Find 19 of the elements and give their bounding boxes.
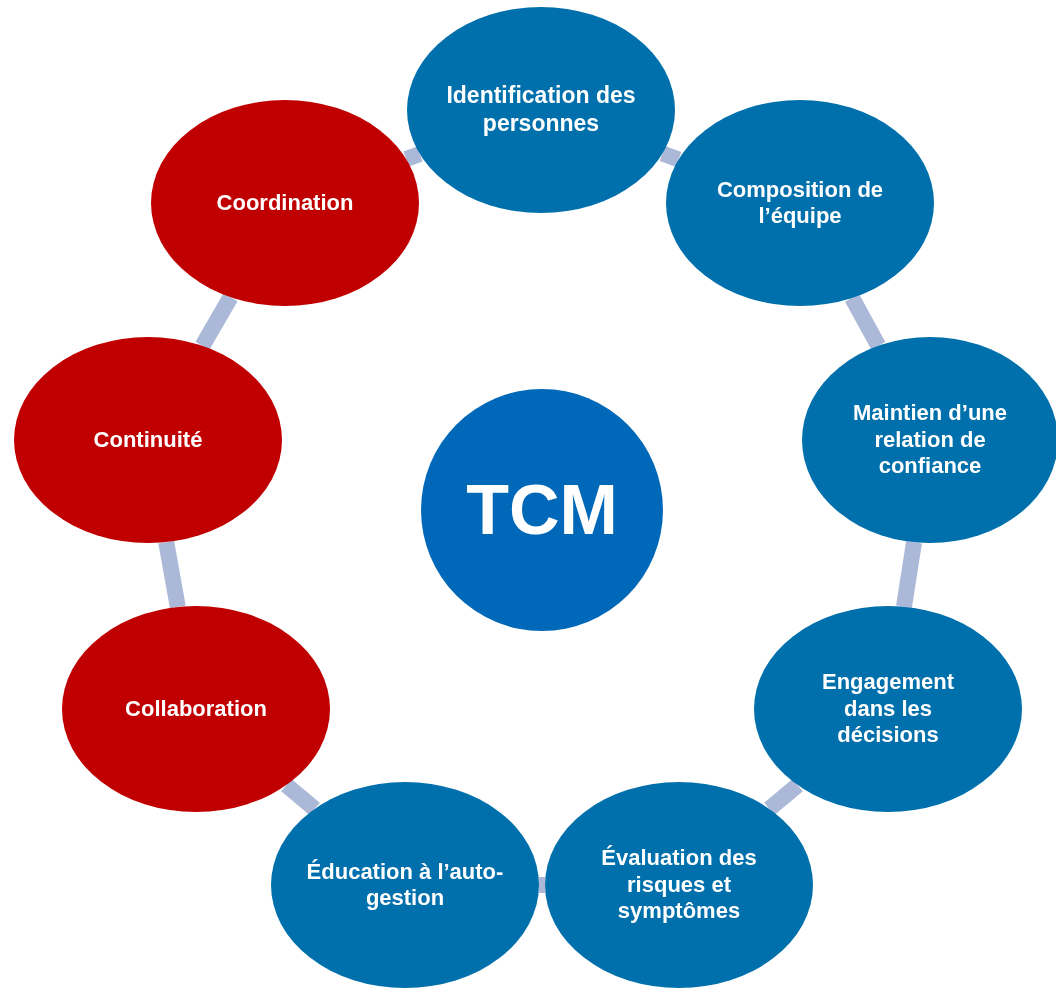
topic-label: Coordination bbox=[216, 189, 354, 217]
connector bbox=[195, 293, 238, 350]
center-label: TCM bbox=[466, 470, 618, 551]
connector bbox=[659, 146, 682, 167]
topic-label: Éducation à l’auto-gestion bbox=[305, 858, 505, 912]
connector bbox=[539, 877, 545, 893]
topic-label: Collaboration bbox=[125, 695, 267, 723]
connector bbox=[896, 541, 922, 608]
connector bbox=[158, 540, 186, 609]
topic-label: Maintien d’une relation de confiance bbox=[852, 400, 1008, 480]
connector bbox=[845, 294, 886, 350]
connector bbox=[281, 778, 320, 816]
topic-label: Évaluation des risques et symptômes bbox=[600, 845, 758, 925]
connector bbox=[403, 146, 423, 167]
topic-label: Identification des personnes bbox=[446, 82, 636, 138]
connector bbox=[764, 778, 803, 816]
topic-label: Continuité bbox=[93, 426, 203, 454]
topic-label: Engagement dans les décisions bbox=[821, 669, 955, 749]
topic-label: Composition de l’équipe bbox=[715, 176, 885, 230]
